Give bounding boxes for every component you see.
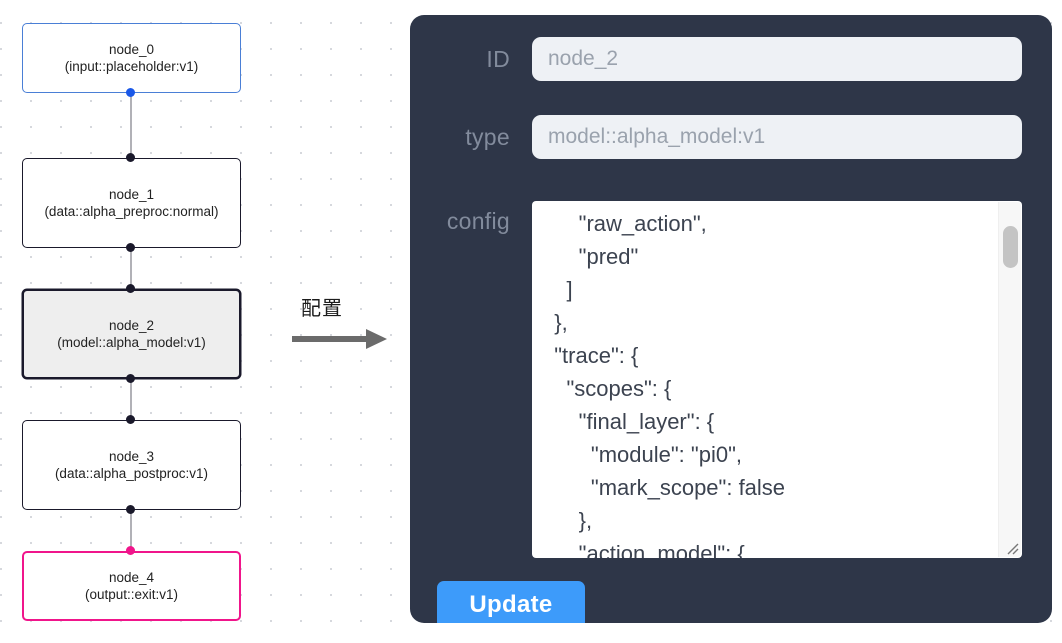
config-textarea[interactable]: "raw_action", "pred" ] }, "trace": { "sc… bbox=[532, 201, 1022, 558]
graph-node-node_0[interactable]: node_0 (input::placeholder:v1) bbox=[22, 23, 241, 93]
graph-node-label: node_3 (data::alpha_postproc:v1) bbox=[54, 449, 209, 481]
resize-handle-icon[interactable] bbox=[1004, 540, 1020, 556]
graph-node-label: node_1 (data::alpha_preproc:normal) bbox=[44, 187, 219, 219]
right-arrow-icon bbox=[292, 329, 387, 349]
config-field-label: config bbox=[446, 208, 510, 234]
flow-graph-canvas[interactable]: node_0 (input::placeholder:v1) node_1 (d… bbox=[0, 0, 400, 643]
config-textarea-wrapper: "raw_action", "pred" ] }, "trace": { "sc… bbox=[532, 201, 1022, 558]
type-field-row: type bbox=[410, 115, 1052, 159]
transition-label: 配置 bbox=[301, 298, 343, 320]
graph-node-node_2[interactable]: node_2 (model::alpha_model:v1) bbox=[22, 289, 241, 379]
edge-node1-node2 bbox=[130, 248, 132, 289]
graph-node-label: node_0 (input::placeholder:v1) bbox=[64, 42, 199, 74]
transition-annotation: 配置 bbox=[292, 296, 397, 358]
type-field-label: type bbox=[465, 124, 510, 150]
edge-node2-node3 bbox=[130, 379, 132, 420]
node3-source-handle[interactable] bbox=[126, 505, 135, 514]
node2-target-handle[interactable] bbox=[126, 284, 135, 293]
edge-node0-node1 bbox=[130, 93, 132, 158]
config-field-row: config "raw_action", "pred" ] }, "trace"… bbox=[410, 201, 1052, 558]
node0-source-handle[interactable] bbox=[126, 88, 135, 97]
config-scrollbar-thumb[interactable] bbox=[1003, 226, 1018, 268]
node3-target-handle[interactable] bbox=[126, 415, 135, 424]
id-field-label: ID bbox=[486, 46, 510, 72]
config-scrollbar[interactable] bbox=[998, 202, 1021, 557]
node2-source-handle[interactable] bbox=[126, 374, 135, 383]
graph-node-label: node_4 (output::exit:v1) bbox=[84, 570, 179, 602]
update-button[interactable]: Update bbox=[437, 581, 585, 623]
id-field-row: ID bbox=[410, 37, 1052, 81]
graph-node-label: node_2 (model::alpha_model:v1) bbox=[57, 318, 206, 350]
graph-node-node_1[interactable]: node_1 (data::alpha_preproc:normal) bbox=[22, 158, 241, 248]
edge-node3-node4 bbox=[130, 510, 132, 551]
graph-node-node_3[interactable]: node_3 (data::alpha_postproc:v1) bbox=[22, 420, 241, 510]
node1-target-handle[interactable] bbox=[126, 153, 135, 162]
type-input[interactable] bbox=[532, 115, 1022, 159]
id-input[interactable] bbox=[532, 37, 1022, 81]
graph-node-node_4[interactable]: node_4 (output::exit:v1) bbox=[22, 551, 241, 621]
node4-target-handle[interactable] bbox=[126, 546, 135, 555]
node-config-panel: ID type config "raw_action", "pred" ] },… bbox=[410, 15, 1052, 623]
node1-source-handle[interactable] bbox=[126, 243, 135, 252]
